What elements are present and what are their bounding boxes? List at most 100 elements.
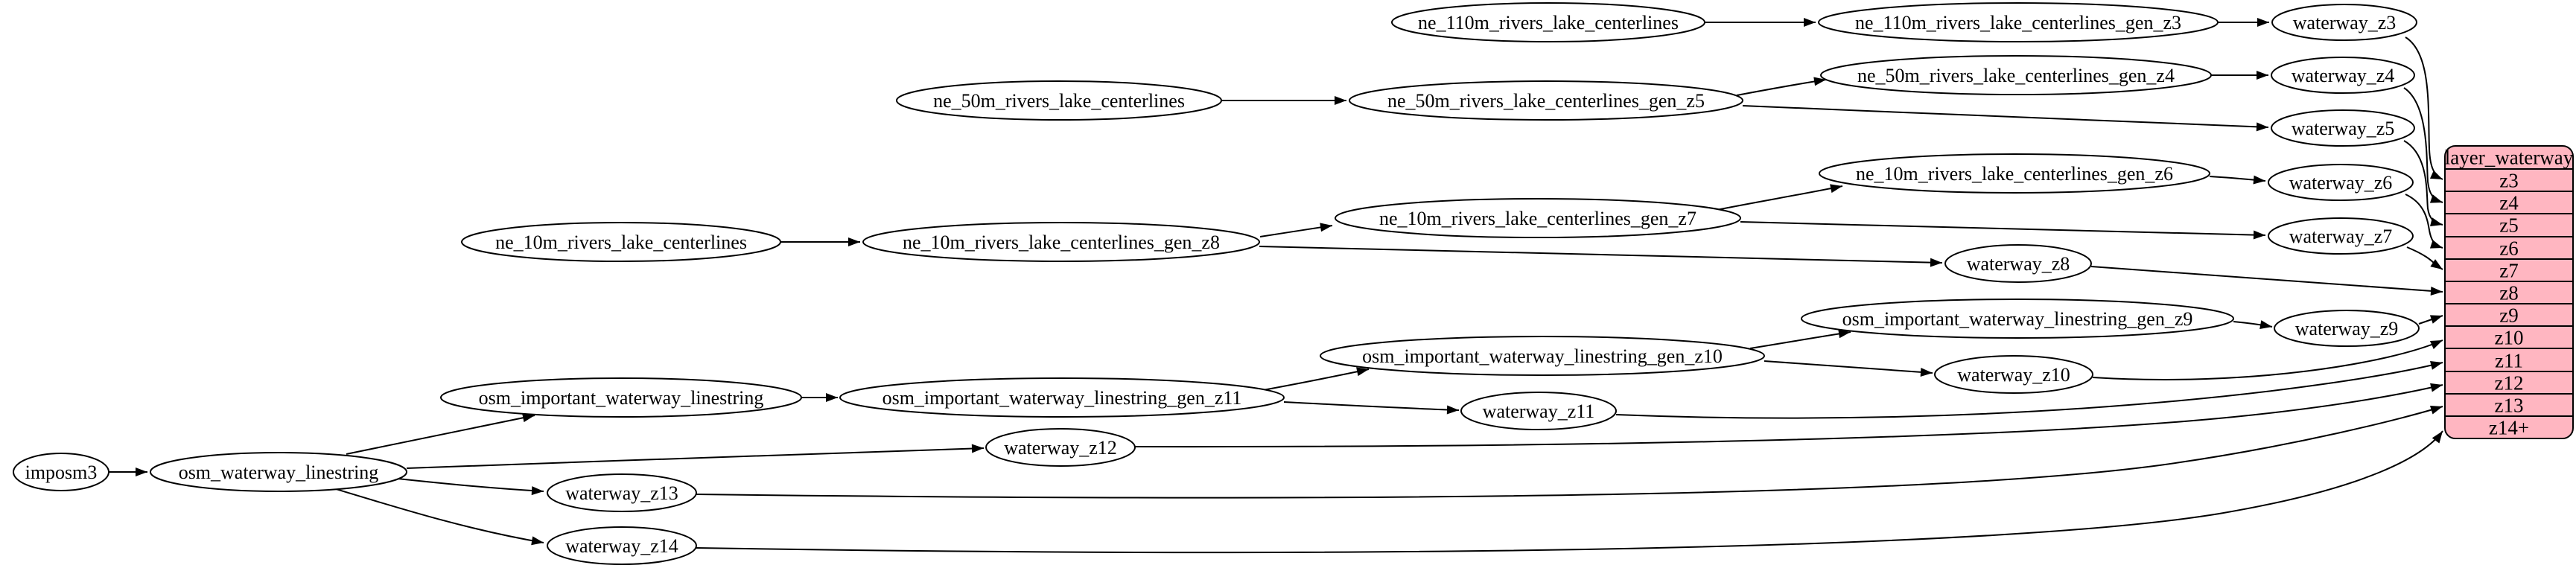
node-waterway_z11: waterway_z11 [1460, 392, 1617, 430]
node-ellipse [1349, 80, 1743, 121]
table-background [2444, 145, 2574, 439]
edge-waterway_z8-to-row_z8 [2090, 266, 2443, 296]
node-ne_10m_rivers_lake_centerlines_gen_z7: ne_10m_rivers_lake_centerlines_gen_z7 [1335, 198, 1741, 238]
node-label: osm_waterway_linestring [179, 462, 379, 483]
node-label: waterway_z12 [1004, 437, 1117, 459]
edge-gen_z9-to-waterway_z9 [2233, 320, 2273, 329]
node-ne_110m_rivers_lake_centerlines_gen_z3: ne_110m_rivers_lake_centerlines_gen_z3 [1818, 2, 2219, 42]
table-title: layer_waterway [2445, 146, 2574, 168]
node-waterway_z6: waterway_z6 [2268, 164, 2414, 201]
node-ellipse [1820, 55, 2212, 95]
node-waterway_z14: waterway_z14 [547, 526, 697, 565]
edge-osm_waterway-to-waterway_z14 [325, 485, 544, 546]
edge-waterway_z11-to-row_z11 [1615, 361, 2443, 419]
node-ellipse [839, 377, 1285, 418]
node-imposm3: imposm3 [13, 453, 109, 491]
node-label: waterway_z11 [1483, 401, 1595, 422]
node-label: waterway_z6 [2289, 172, 2393, 194]
edge-waterway_z14-to-row_z14 [696, 430, 2443, 554]
edge-waterway_z12-to-row_z12 [1134, 383, 2443, 448]
node-ne_10m_rivers_lake_centerlines_gen_z6: ne_10m_rivers_lake_centerlines_gen_z6 [1819, 153, 2210, 194]
node-ellipse [2271, 109, 2415, 147]
node-waterway_z12: waterway_z12 [985, 428, 1136, 467]
table-row-z4: z4 [2499, 191, 2519, 214]
node-waterway_z8: waterway_z8 [1944, 244, 2092, 283]
nodes: imposm3 osm_waterway_linestring ne_10m_r… [13, 2, 2420, 565]
edge-gen_z5-to-waterway_z5 [1742, 105, 2269, 132]
node-ellipse [440, 377, 802, 418]
edge-gen_z10-to-gen_z9 [1749, 329, 1851, 349]
node-ellipse [985, 428, 1136, 467]
node-waterway_z9: waterway_z9 [2274, 310, 2420, 347]
table-row-z14plus: z14+ [2489, 416, 2529, 438]
node-ne_50m_rivers_lake_centerlines_gen_z4: ne_50m_rivers_lake_centerlines_gen_z4 [1820, 55, 2212, 95]
node-ellipse [1391, 2, 1705, 42]
node-ellipse [896, 80, 1222, 121]
node-label: waterway_z13 [565, 482, 678, 504]
edges [109, 18, 2443, 554]
edge-waterway_z9-to-row_z9 [2418, 315, 2443, 325]
node-waterway_z5: waterway_z5 [2271, 109, 2415, 147]
node-ellipse [150, 452, 407, 492]
node-waterway_z4: waterway_z4 [2271, 57, 2415, 94]
edge-waterway_z10-to-row_z10 [2092, 339, 2443, 380]
node-ellipse [547, 526, 697, 565]
node-waterway_z10: waterway_z10 [1934, 355, 2093, 394]
node-waterway_z7: waterway_z7 [2268, 217, 2414, 255]
node-ellipse [2271, 4, 2417, 41]
node-label: ne_110m_rivers_lake_centerlines [1418, 12, 1679, 33]
node-label: waterway_z5 [2292, 118, 2395, 139]
edge-gen_z11-to-gen_z10 [1262, 367, 1370, 391]
edge-waterway_z7-to-row_z7 [2406, 246, 2443, 270]
node-ellipse [2274, 310, 2420, 347]
node-ellipse [1460, 392, 1617, 430]
table-row-z11: z11 [2495, 349, 2523, 371]
node-ellipse [2268, 217, 2414, 255]
node-label: ne_10m_rivers_lake_centerlines_gen_z6 [1856, 163, 2173, 185]
node-ellipse [862, 222, 1260, 262]
node-ne_10m_rivers_lake_centerlines_gen_z8: ne_10m_rivers_lake_centerlines_gen_z8 [862, 222, 1260, 262]
table-row-z13: z13 [2495, 394, 2524, 416]
table-layer_waterway: layer_waterway z3 z4 z5 z6 z7 z8 z9 z10 … [2444, 145, 2574, 439]
node-label: waterway_z4 [2292, 65, 2395, 86]
edge-osm_waterway-to-waterway_z12 [406, 444, 985, 469]
node-ellipse [1934, 355, 2093, 394]
node-ellipse [1818, 2, 2219, 42]
node-waterway_z3: waterway_z3 [2271, 4, 2417, 41]
node-label: ne_50m_rivers_lake_centerlines_gen_z4 [1857, 65, 2175, 86]
node-label: ne_50m_rivers_lake_centerlines_gen_z5 [1387, 90, 1705, 112]
node-ellipse [461, 222, 781, 262]
table-row-z8: z8 [2499, 281, 2518, 304]
node-osm_important_waterway_linestring_gen_z10: osm_important_waterway_linestring_gen_z1… [1320, 336, 1765, 376]
table-row-z6: z6 [2499, 237, 2518, 259]
edge-gen_z8-to-waterway_z8 [1259, 246, 1943, 267]
node-label: ne_10m_rivers_lake_centerlines_gen_z8 [903, 232, 1220, 253]
node-label: osm_important_waterway_linestring_gen_z1… [1362, 345, 1723, 367]
node-label: ne_10m_rivers_lake_centerlines [495, 232, 747, 253]
node-waterway_z13: waterway_z13 [547, 473, 697, 512]
edge-gen_z7-to-waterway_z7 [1740, 221, 2266, 240]
edge-gen_z6-to-waterway_z6 [2209, 175, 2266, 185]
table-row-z9: z9 [2499, 304, 2518, 326]
edge-gen_z7-to-gen_z6 [1716, 184, 1843, 211]
node-label: ne_110m_rivers_lake_centerlines_gen_z3 [1855, 12, 2181, 33]
node-label: osm_important_waterway_linestring [479, 387, 764, 409]
node-ellipse [1819, 153, 2210, 194]
node-ellipse [2268, 164, 2414, 201]
node-osm_important_waterway_linestring_gen_z9: osm_important_waterway_linestring_gen_z9 [1801, 299, 2234, 339]
edge-gen_z11-to-waterway_z11 [1283, 401, 1460, 415]
edge-waterway_z4-to-row_z4 [2403, 87, 2443, 203]
table-row-z5: z5 [2499, 214, 2518, 236]
edge-waterway_z6-to-row_z6 [2405, 194, 2443, 249]
node-ne_50m_rivers_lake_centerlines: ne_50m_rivers_lake_centerlines [896, 80, 1222, 121]
node-ellipse [1801, 299, 2234, 339]
table-row-z7: z7 [2499, 259, 2518, 281]
node-ellipse [1944, 244, 2092, 283]
node-ellipse [1335, 198, 1741, 238]
table-row-z12: z12 [2495, 371, 2524, 394]
edge-osm_waterway-to-osm_important [346, 413, 535, 455]
node-label: waterway_z8 [1967, 253, 2070, 275]
edge-gen_z5-to-gen_z4 [1736, 77, 1827, 96]
